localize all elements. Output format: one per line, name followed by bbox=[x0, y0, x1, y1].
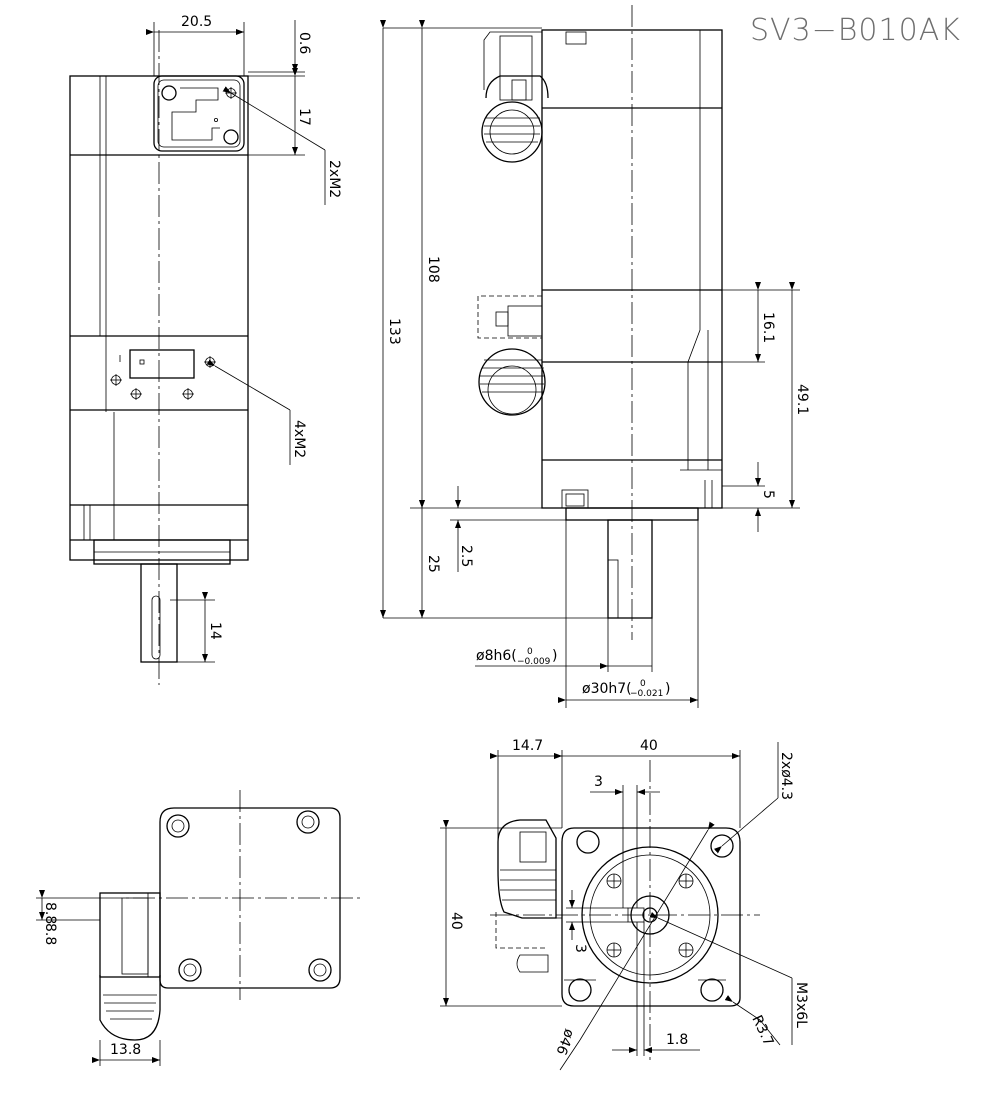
model-title: SV3−B010AK bbox=[750, 13, 961, 48]
dim-20-5: 20.5 bbox=[181, 14, 212, 30]
dim-4xm2: 4xM2 bbox=[291, 420, 307, 458]
dim-17: 17 bbox=[296, 108, 312, 126]
dim-133: 133 bbox=[386, 318, 402, 345]
dim-40-left: 40 bbox=[448, 912, 464, 930]
dim-13-8: 13.8 bbox=[110, 1042, 141, 1058]
dim-30h7-tol-upper: 0 bbox=[640, 679, 646, 689]
dim-2-5: 2.5 bbox=[458, 545, 474, 567]
dim-3-side: 3 bbox=[572, 944, 588, 953]
front-view: 14.7 40 3 2xø4.3 40 3 ø46 1.8 R3.7 M bbox=[440, 738, 809, 1071]
dim-2x4-3: 2xø4.3 bbox=[778, 752, 794, 800]
side-view: 133 108 25 2.5 16.1 49.1 5 ø8h6( 0 −0.00… bbox=[380, 5, 810, 708]
dim-8-8-a: 8.8 bbox=[42, 902, 58, 924]
dim-25: 25 bbox=[425, 555, 441, 573]
svg-text:): ) bbox=[552, 648, 557, 664]
dim-30h7-tol-lower: −0.021 bbox=[630, 689, 663, 699]
dim-5: 5 bbox=[760, 490, 776, 499]
dim-8h6-tol-upper: 0 bbox=[527, 647, 533, 657]
dim-40-top: 40 bbox=[640, 738, 658, 754]
svg-text:): ) bbox=[665, 681, 670, 697]
dim-m3x6l: M3x6L bbox=[793, 982, 809, 1028]
top-view: 20.5 0.6 17 2xM2 4xM2 14 bbox=[69, 14, 342, 685]
rear-view: 8.8 8.8 13.8 bbox=[36, 790, 360, 1066]
dim-46: ø46 bbox=[552, 1027, 577, 1058]
dim-8-8-b: 8.8 bbox=[42, 923, 58, 945]
dim-30h7: ø30h7( bbox=[582, 681, 632, 697]
dim-16-1: 16.1 bbox=[760, 312, 776, 343]
dim-49-1: 49.1 bbox=[794, 384, 810, 415]
dim-108: 108 bbox=[425, 256, 441, 283]
dim-2xm2: 2xM2 bbox=[326, 160, 342, 198]
dim-1-8: 1.8 bbox=[666, 1032, 688, 1048]
dim-r3-7: R3.7 bbox=[748, 1013, 776, 1049]
dim-14: 14 bbox=[207, 622, 223, 640]
dim-0-6: 0.6 bbox=[296, 32, 312, 54]
dim-14-7: 14.7 bbox=[512, 738, 543, 754]
dim-3-top: 3 bbox=[594, 774, 603, 790]
dim-8h6-tol-lower: −0.009 bbox=[517, 657, 551, 667]
dim-8h6: ø8h6( bbox=[476, 648, 517, 664]
